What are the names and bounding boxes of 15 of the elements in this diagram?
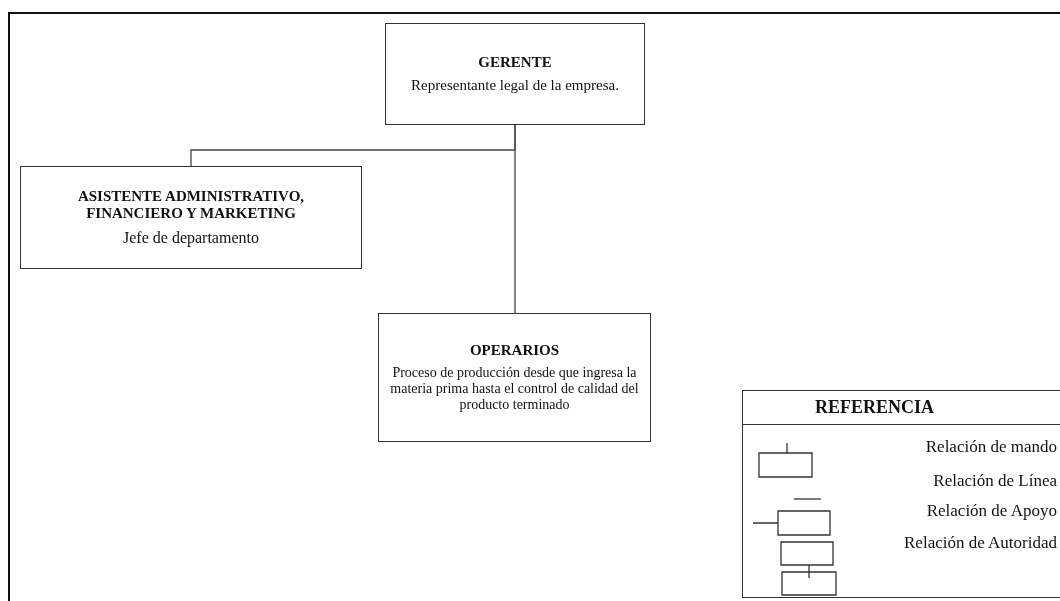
legend-text: Relación de Autoridad: [904, 533, 1057, 553]
role-description: Jefe de departamento: [123, 228, 259, 247]
legend-text: Relación de Línea: [933, 471, 1057, 491]
role-description: Proceso de producción desde que ingresa la materia prima hasta el control de calidad del producto terminado: [389, 365, 640, 414]
role-description: Representante legal de la empresa.: [411, 77, 619, 95]
role-title: ASISTENTE ADMINISTRATIVO, FINANCIERO Y MARKETING: [76, 188, 306, 223]
legend-title: REFERENCIA: [815, 397, 934, 418]
org-box: [20, 166, 362, 269]
legend-text: Relación de mando: [925, 437, 1057, 457]
org-box: [385, 23, 645, 125]
role-title: OPERARIOS: [469, 341, 560, 359]
org-box: [378, 313, 651, 442]
connector-line: [514, 124, 516, 314]
role-title: GERENTE: [478, 53, 552, 71]
legend-text: Relación de Apoyo: [926, 501, 1057, 521]
